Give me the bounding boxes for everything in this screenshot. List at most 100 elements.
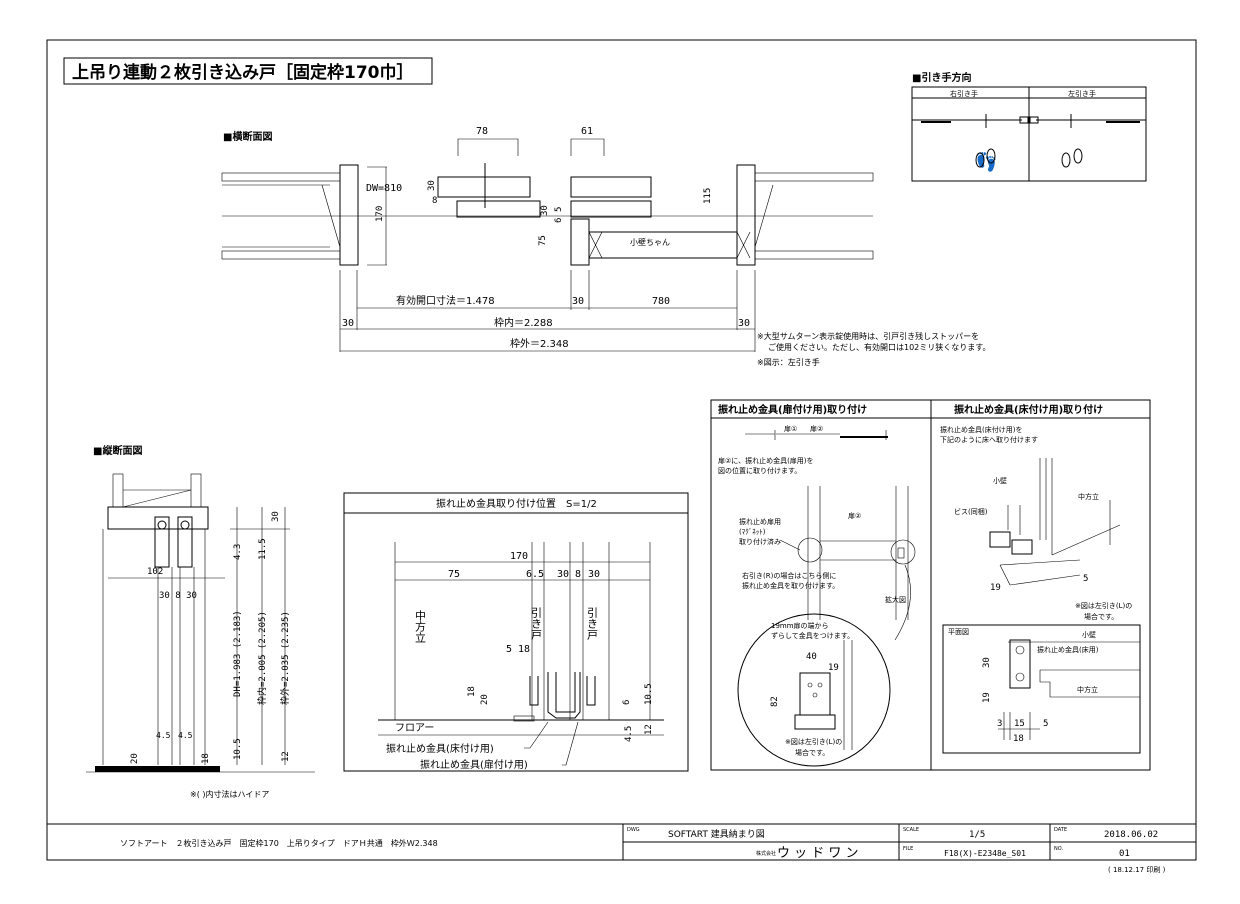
- door-note2: 振れ止め金具を取り付けます。: [742, 581, 839, 590]
- dh-dim: DH=1.983 (2.183): [233, 610, 243, 697]
- tb-no: 01: [1119, 849, 1130, 859]
- kokabe-label: 小壁ちゃん: [630, 237, 670, 247]
- section-note: ※( )内寸法はハイドア: [190, 789, 269, 799]
- tb-date-label: DATE: [1054, 827, 1067, 833]
- floor-kokabe: 小壁: [993, 476, 1007, 485]
- floor-naka: 中方立: [1078, 492, 1099, 501]
- plan-dim-75: 75: [538, 235, 548, 246]
- tb-company: ウ ッ ド ワ ン: [777, 846, 859, 861]
- wakunai-dim: 枠内=2.005 (2.205): [256, 611, 268, 705]
- note-line-3: ※図示：左引き手: [757, 357, 820, 367]
- door-mount-heading: 振れ止め金具(扉付け用)取り付け: [718, 403, 867, 416]
- zoom-text1: 19mm扉の端から: [771, 621, 829, 630]
- pos-dim-45: 4.5: [624, 726, 634, 742]
- tb-scale: 1/5: [969, 830, 985, 840]
- handle-direction: ■引き手方向 右引き手 左引き手 👣: [911, 71, 1147, 182]
- tb-dwg: SOFTART 建具納まり図: [668, 828, 765, 840]
- door-desc1: 扉②に、振れ止め金具(扉用)を: [718, 456, 814, 465]
- floor-dim-30: 30: [982, 657, 992, 668]
- wakugai-dim: 枠外=2.035 (2.235): [279, 611, 291, 705]
- tb-file: F18(X)-E2348e_S01: [944, 849, 1026, 858]
- pos-floor: フロアー: [395, 723, 434, 734]
- plan-dim-30b: 30: [540, 205, 550, 216]
- page-title: 上吊り連動２枚引き込み戸［固定枠170巾］: [72, 62, 414, 83]
- door-tobira2b: 扉②: [848, 511, 861, 520]
- floor-mount-panel: 振れ止め金具(床付け用)取り付け 振れ止め金具(床付け用)を 下記のように床へ取…: [940, 403, 1141, 754]
- waku-uchi-dim: 枠内＝2.288: [494, 316, 553, 329]
- sec-dim-30: 30: [271, 511, 281, 522]
- pos-dim-75: 75: [448, 569, 460, 580]
- plan-dim-8: 8: [432, 196, 437, 206]
- pos-label-floor: 振れ止め金具(床付け用): [386, 742, 494, 755]
- floor-desc1: 振れ止め金具(床付け用)を: [940, 425, 1022, 434]
- door-zoom: 拡大図: [885, 595, 906, 604]
- plan-heading: ■横断面図: [223, 130, 272, 143]
- pos-dim-105: 10.5: [644, 683, 654, 705]
- title-box: [63, 57, 433, 85]
- pos-hiki1: 引き戸: [530, 606, 543, 641]
- floor-note2: 場合です。: [1084, 612, 1118, 621]
- pos-label-door: 振れ止め金具(扉付け用): [420, 758, 528, 771]
- dim-61: 61: [581, 126, 593, 137]
- plan-dim-5: 5: [554, 207, 564, 212]
- floor-desc2: 下記のように床へ取り付けます: [940, 435, 1038, 444]
- zoom-note2: 場合です。: [795, 748, 829, 757]
- plan-dim-115: 115: [703, 188, 713, 204]
- plan-dim-780: 780: [652, 296, 670, 307]
- floor-plan-label: 平面図: [948, 628, 969, 636]
- floor-dim-18: 18: [1013, 734, 1024, 744]
- door-desc2: 図の位置に取り付けます。: [718, 466, 801, 475]
- floor-naka2: 中方立: [1077, 685, 1098, 694]
- zoom-dim-19: 19: [828, 663, 839, 673]
- door-tobira2: 扉②: [810, 424, 823, 433]
- section-heading: ■縦断面図: [93, 444, 142, 457]
- door-part2: (ﾏｸﾞﾈｯﾄ): [739, 528, 766, 536]
- tb-no-label: NO.: [1054, 846, 1063, 852]
- mount-position: 振れ止め金具取り付け位置 S=1/2 170 75 6.5 30 8 30 中方…: [343, 492, 689, 772]
- tb-scale-label: SCALE: [903, 827, 919, 833]
- door-part3: 取り付け済み: [739, 537, 781, 546]
- pos-naka: 中方立: [414, 610, 427, 643]
- pos-dim-18: 18: [467, 686, 477, 697]
- floor-dim-19: 19: [990, 583, 1001, 593]
- zoom-note1: ※図は左引き(L)の: [785, 737, 842, 746]
- pos-dim-8: 8: [575, 569, 581, 580]
- sec-dim-115: 11.5: [258, 538, 268, 560]
- pos-dim-170: 170: [510, 551, 528, 562]
- dw-label: DW=810: [366, 183, 402, 194]
- sheet-border: [46, 39, 1197, 861]
- floor-mount-heading: 振れ止め金具(床付け用)取り付け: [954, 403, 1103, 416]
- floor-dim-15: 15: [1014, 719, 1025, 729]
- handle-right: 右引き手: [950, 89, 978, 98]
- door-part1: 振れ止め扉用: [739, 517, 781, 526]
- pos-dim-6: 6: [622, 700, 632, 705]
- floor-kokabe2: 小壁: [1082, 630, 1096, 639]
- sec-dim-45b: 4.5: [178, 731, 193, 740]
- sec-dim-12: 12: [281, 751, 291, 762]
- floor-note1: ※図は左引き(L)の: [1075, 601, 1132, 610]
- plan-dim-30c: 30: [572, 296, 584, 307]
- tb-printed: ( 18.12.17 印刷 ): [1108, 866, 1166, 874]
- footprint-icon-right: [975, 148, 996, 168]
- footprint-icon-left: [1061, 148, 1083, 168]
- zoom-dim-82: 82: [770, 696, 780, 707]
- tb-dwg-label: DWG: [627, 827, 640, 833]
- tb-company-label: 株式会社: [756, 850, 776, 857]
- pos-dim-518: 5 18: [506, 644, 530, 655]
- floor-dim-5: 5: [1083, 574, 1088, 584]
- door-note1: 右引き(R)の場合はこちら側に: [742, 571, 836, 580]
- sec-dim-20: 20: [130, 753, 140, 764]
- sec-dim-43: 4.3: [233, 544, 243, 560]
- plan-dim-30e: 30: [738, 318, 750, 329]
- pos-dim-30a: 30: [557, 569, 569, 580]
- plan-dim-30a: 30: [427, 180, 437, 191]
- floor-part: 振れ止め金具(床用): [1037, 645, 1099, 654]
- pos-dim-20: 20: [480, 694, 490, 705]
- floor-dim-19b: 19: [982, 692, 992, 703]
- sec-dim-18: 18: [201, 753, 211, 764]
- vertical-section: ■縦断面図 102 30 8 30 30 4.3 11.5 DH=1.983 (…: [86, 444, 315, 799]
- handle-heading: ■引き手方向: [912, 71, 971, 84]
- note-line-2: ご使用ください。ただし、有効開口は102ミリ狭くなります。: [768, 342, 990, 352]
- sec-dim-45a: 4.5: [156, 731, 171, 740]
